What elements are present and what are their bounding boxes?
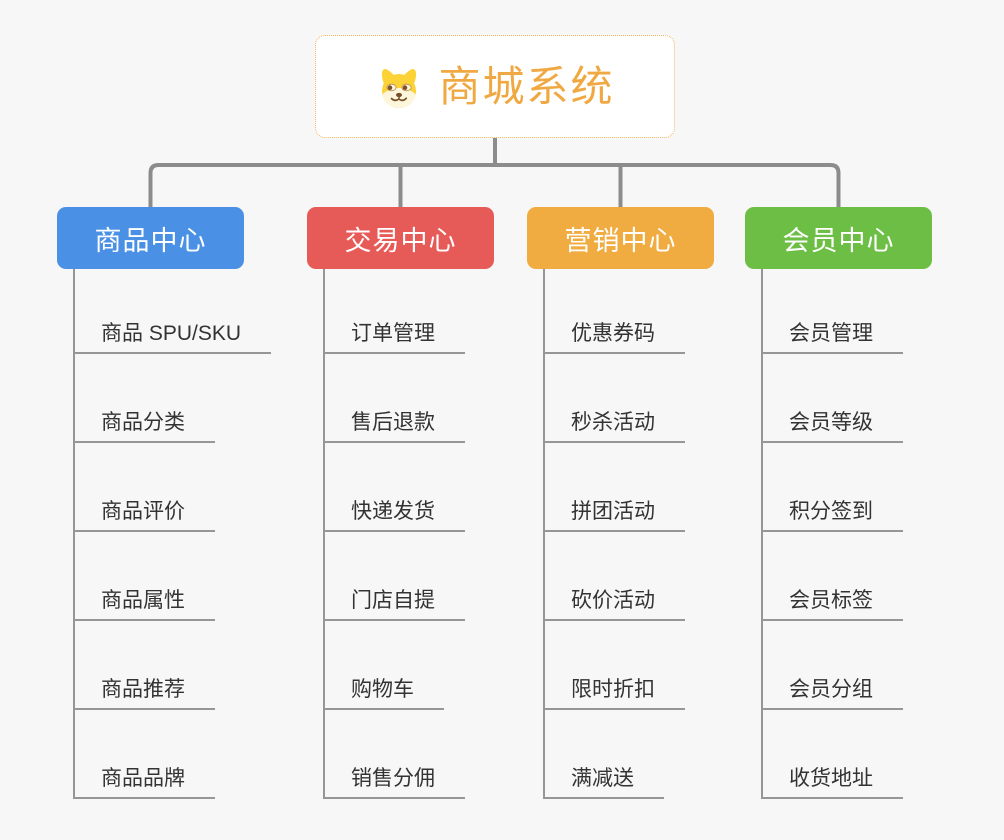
branch-items-group-product: 商品 SPU/SKU 商品分类 商品评价 商品属性 商品推荐 商品品牌 — [73, 269, 272, 799]
branch-items-group-trade: 订单管理 售后退款 快递发货 门店自提 购物车 销售分佣 — [323, 269, 465, 799]
branch-node-member-center[interactable]: 会员中心 — [745, 207, 932, 269]
topic-item[interactable]: 会员标签 — [761, 532, 903, 621]
outer-connector-line — [148, 163, 841, 208]
branch-trunk-line — [323, 269, 325, 799]
branch-items-group-member: 会员管理 会员等级 积分签到 会员标签 会员分组 收货地址 — [761, 269, 903, 799]
root-node[interactable]: 商城系统 — [315, 35, 675, 138]
topic-item[interactable]: 商品属性 — [73, 532, 215, 621]
topic-item[interactable]: 商品分类 — [73, 354, 215, 443]
branch-node-marketing-center[interactable]: 营销中心 — [527, 207, 714, 269]
topic-item[interactable]: 商品推荐 — [73, 621, 215, 710]
topic-item[interactable]: 拼团活动 — [543, 443, 685, 532]
dog-icon — [375, 65, 423, 109]
topic-item[interactable]: 商品品牌 — [73, 710, 215, 799]
branch-items-group-marketing: 优惠券码 秒杀活动 拼团活动 砍价活动 限时折扣 满减送 — [543, 269, 685, 799]
topic-item[interactable]: 门店自提 — [323, 532, 465, 621]
topic-item[interactable]: 会员等级 — [761, 354, 903, 443]
topic-item[interactable]: 购物车 — [323, 621, 444, 710]
topic-item[interactable]: 订单管理 — [323, 269, 465, 354]
branch-node-trade-center[interactable]: 交易中心 — [307, 207, 494, 269]
topic-item[interactable]: 积分签到 — [761, 443, 903, 532]
topic-item[interactable]: 商品评价 — [73, 443, 215, 532]
topic-item[interactable]: 会员管理 — [761, 269, 903, 354]
topic-item[interactable]: 秒杀活动 — [543, 354, 685, 443]
topic-item[interactable]: 快递发货 — [323, 443, 465, 532]
topic-item[interactable]: 优惠券码 — [543, 269, 685, 354]
branch-trunk-line — [543, 269, 545, 799]
topic-item[interactable]: 会员分组 — [761, 621, 903, 710]
topic-item[interactable]: 限时折扣 — [543, 621, 685, 710]
branch-trunk-line — [761, 269, 763, 799]
root-title: 商城系统 — [438, 62, 615, 110]
branch-trunk-line — [73, 269, 75, 799]
branch-node-product-center[interactable]: 商品中心 — [57, 207, 244, 269]
topic-item[interactable]: 收货地址 — [761, 710, 903, 799]
topic-item[interactable]: 售后退款 — [323, 354, 465, 443]
topic-item[interactable]: 商品 SPU/SKU — [73, 269, 272, 354]
topic-item[interactable]: 砍价活动 — [543, 532, 685, 621]
topic-item[interactable]: 满减送 — [543, 710, 664, 799]
topic-item[interactable]: 销售分佣 — [323, 710, 465, 799]
